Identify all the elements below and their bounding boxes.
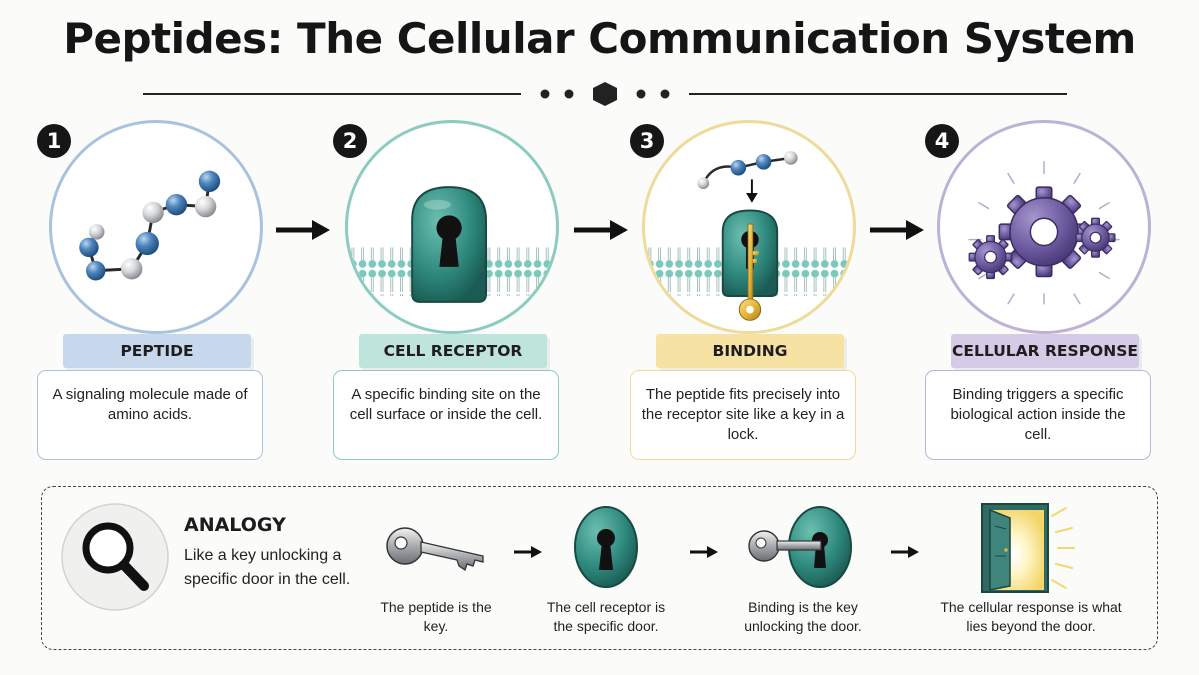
step-number-badge: 3 bbox=[630, 124, 664, 158]
analogy-arrow-icon bbox=[891, 546, 919, 558]
step-label: CELL RECEPTOR bbox=[359, 334, 547, 368]
step-number-badge: 1 bbox=[37, 124, 71, 158]
analogy-caption: The peptide is the key. bbox=[380, 599, 492, 634]
analogy-arrow-icon bbox=[690, 546, 718, 558]
open-door-icon bbox=[981, 503, 1075, 593]
step-number-badge: 4 bbox=[925, 124, 959, 158]
step-number-badge: 2 bbox=[333, 124, 367, 158]
step-description: Binding triggers a specific biological a… bbox=[925, 370, 1151, 460]
page-title: Peptides: The Cellular Communication Sys… bbox=[63, 14, 1136, 63]
step-label: PEPTIDE bbox=[63, 334, 251, 368]
step-cell-receptor: 2 CELL RECEPTOR A specific binding site … bbox=[333, 120, 573, 470]
receptor-lock-icon bbox=[348, 186, 556, 303]
flow-arrow-icon bbox=[276, 220, 330, 240]
step-description: A signaling molecule made of amino acids… bbox=[37, 370, 263, 460]
flow-arrow-icon bbox=[574, 220, 628, 240]
magnifying-glass-icon bbox=[61, 503, 169, 611]
key-in-lock-icon bbox=[645, 151, 853, 321]
step-label: BINDING bbox=[656, 334, 844, 368]
analogy-caption: Binding is the key unlocking the door. bbox=[744, 599, 862, 634]
step-description: The peptide fits precisely into the rece… bbox=[630, 370, 856, 460]
step-peptide: 1 PEPTIDE A signaling molecule made of a… bbox=[37, 120, 277, 470]
key-in-keyhole-icon bbox=[748, 506, 852, 588]
step-cellular-response: 4 CELLULAR RESPONSE Binding triggers a s… bbox=[925, 120, 1165, 470]
step-description: A specific binding site on the cell surf… bbox=[333, 370, 559, 460]
gears-icon bbox=[968, 161, 1120, 305]
step-circle bbox=[49, 120, 263, 334]
analogy-title: ANALOGY bbox=[184, 514, 286, 536]
analogy-caption: The cellular response is what lies beyon… bbox=[940, 599, 1122, 634]
step-circle bbox=[345, 120, 559, 334]
analogy-caption: The cell receptor is the specific door. bbox=[546, 599, 666, 634]
peptide-chain-icon bbox=[79, 170, 221, 281]
analogy-arrow-icon bbox=[514, 546, 542, 558]
step-circle bbox=[937, 120, 1151, 334]
analogy-panel bbox=[41, 486, 1158, 650]
title-divider bbox=[143, 82, 1067, 106]
flow-arrow-icon bbox=[870, 220, 924, 240]
step-binding: 3 BINDING The peptide fits precisely int… bbox=[630, 120, 870, 470]
step-label: CELLULAR RESPONSE bbox=[951, 334, 1139, 368]
keyhole-icon bbox=[574, 506, 638, 588]
analogy-text: Like a key unlocking a specific door in … bbox=[184, 547, 351, 588]
key-icon bbox=[386, 527, 484, 572]
step-circle bbox=[642, 120, 856, 334]
